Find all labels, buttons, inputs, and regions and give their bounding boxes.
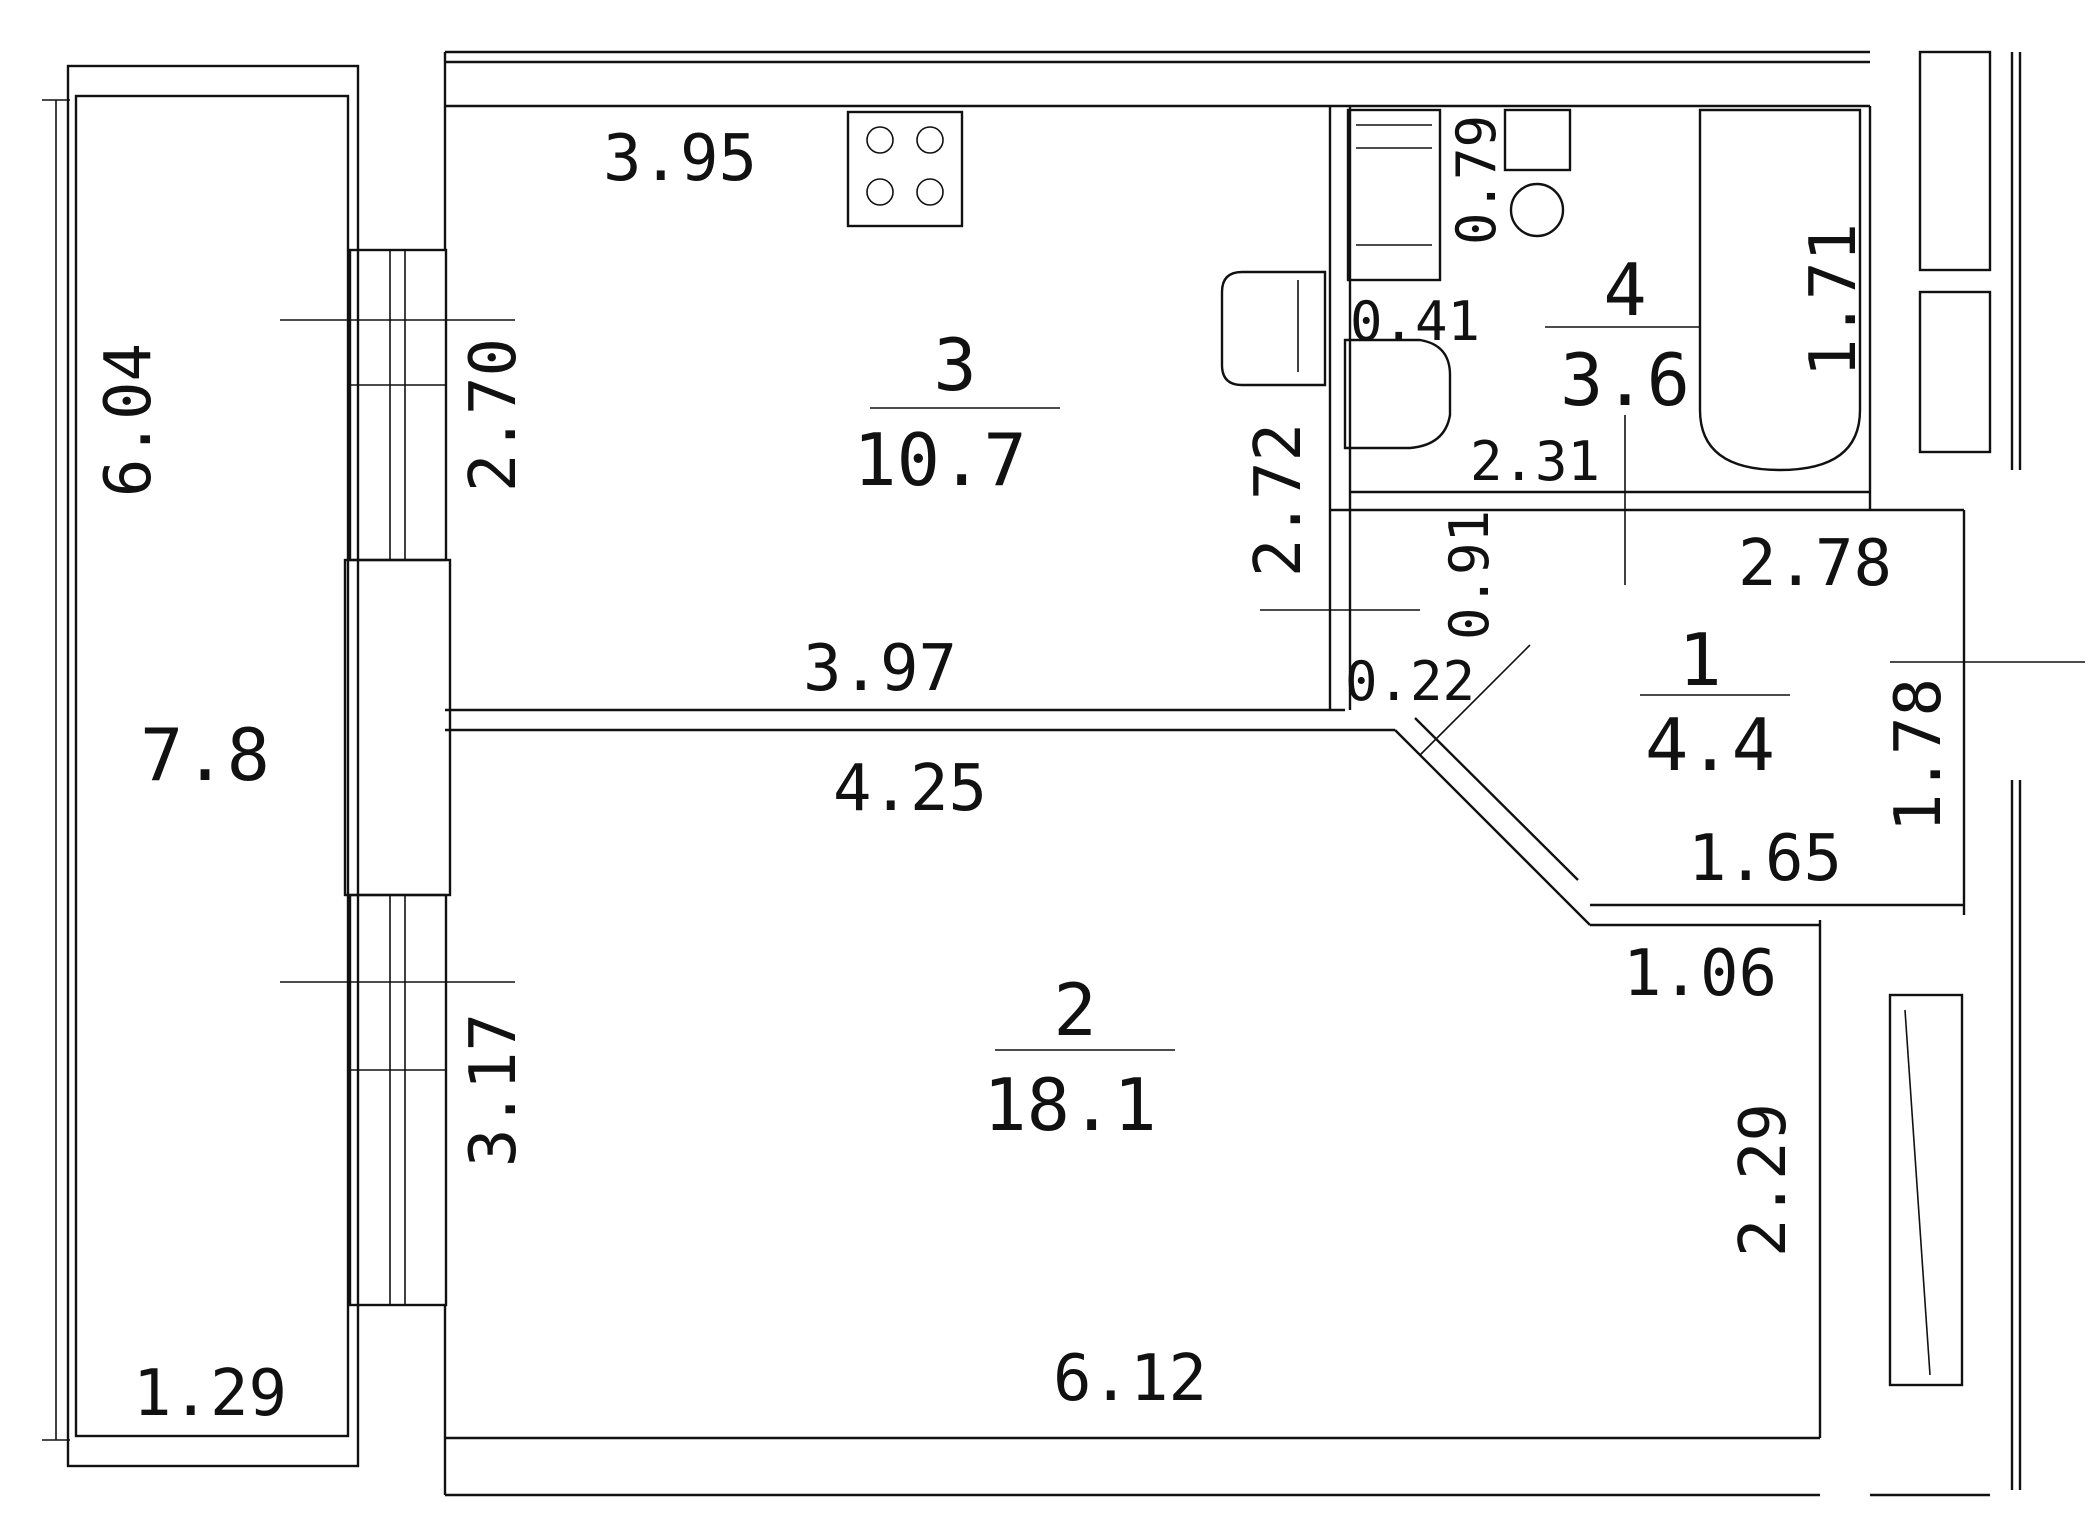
stair-shaft [1870, 50, 2022, 1497]
dimension-labels: 3.95 3.97 4.25 6.12 1.06 1.29 0.41 2.31 … [92, 115, 1956, 1431]
room-labels: 3 10.7 2 18.1 4 3.6 1 4.4 7.8 [140, 248, 1790, 1147]
balcony [42, 64, 360, 1468]
shaft-block-low [1888, 993, 1964, 1387]
kitchen-sink [1220, 270, 1327, 387]
room-number-hall: 1 [1678, 618, 1721, 702]
diagonal-wall-1 [1394, 729, 1561, 896]
outer-walls [443, 50, 1966, 1497]
dim-living-window: 3.17 [457, 1013, 531, 1167]
shaft-block-top [1918, 50, 1992, 272]
dim-living-right: 2.29 [1727, 1103, 1801, 1257]
dim-hall-corner: 0.22 [1345, 650, 1475, 713]
room-area-kitchen: 10.7 [853, 418, 1026, 502]
dim-living-notch: 1.06 [1623, 937, 1777, 1011]
dim-hall-door: 0.91 [1438, 510, 1501, 640]
shaft-diagonal [1904, 1009, 1931, 1376]
door-swing-mark [1419, 644, 1531, 756]
windows [280, 248, 515, 1465]
room-area-bathroom: 3.6 [1560, 338, 1690, 422]
room-number-bathroom: 4 [1603, 248, 1646, 332]
dim-living-top: 4.25 [833, 752, 987, 826]
dim-bath-height: 1.71 [1797, 223, 1871, 377]
stove [846, 110, 964, 228]
room-area-hall: 4.4 [1645, 703, 1775, 787]
burner-icon [866, 126, 894, 154]
shaft-block-mid [1918, 290, 1992, 454]
dim-balcony-width: 1.29 [133, 1357, 287, 1431]
sink [1343, 338, 1452, 450]
dim-hall-right: 1.78 [1882, 678, 1956, 832]
diagonal-wall-2 [1414, 717, 1579, 881]
dim-bath-sink: 0.41 [1350, 290, 1480, 353]
dim-living-bottom: 6.12 [1053, 1342, 1207, 1416]
toilet-icon [1509, 182, 1565, 238]
toilet-tank [1503, 108, 1572, 172]
living-window [348, 893, 448, 1307]
dim-bath-width: 2.31 [1470, 430, 1600, 493]
burner-icon [916, 126, 944, 154]
interior-walls [445, 106, 2085, 927]
dim-hall-top: 2.78 [1738, 527, 1892, 601]
dim-kitchen-top: 3.95 [603, 122, 757, 196]
room-area-living: 18.1 [983, 1063, 1156, 1147]
room-area-balcony: 7.8 [140, 713, 270, 797]
dim-balcony-length: 6.04 [92, 343, 166, 497]
dim-bath-door: 0.79 [1445, 115, 1508, 245]
diagonal-wall-end [1559, 894, 1591, 926]
balcony-inner [74, 94, 350, 1438]
dim-kitchen-right: 2.72 [1242, 423, 1316, 577]
room-number-kitchen: 3 [933, 323, 976, 407]
burner-icon [866, 178, 894, 206]
dim-kitchen-window: 2.70 [457, 338, 531, 492]
balcony-outline [66, 64, 360, 1468]
dim-hall-bottom: 1.65 [1688, 822, 1842, 896]
room-number-living: 2 [1053, 968, 1096, 1052]
stove-body [846, 110, 964, 228]
bathroom-fixtures [1220, 108, 1862, 472]
washing-machine [1346, 108, 1442, 282]
burner-icon [916, 178, 944, 206]
kitchen-window [348, 248, 448, 562]
dim-kitchen-bottom: 3.97 [803, 632, 957, 706]
bathtub [1698, 108, 1862, 472]
wall-pier [343, 558, 452, 897]
